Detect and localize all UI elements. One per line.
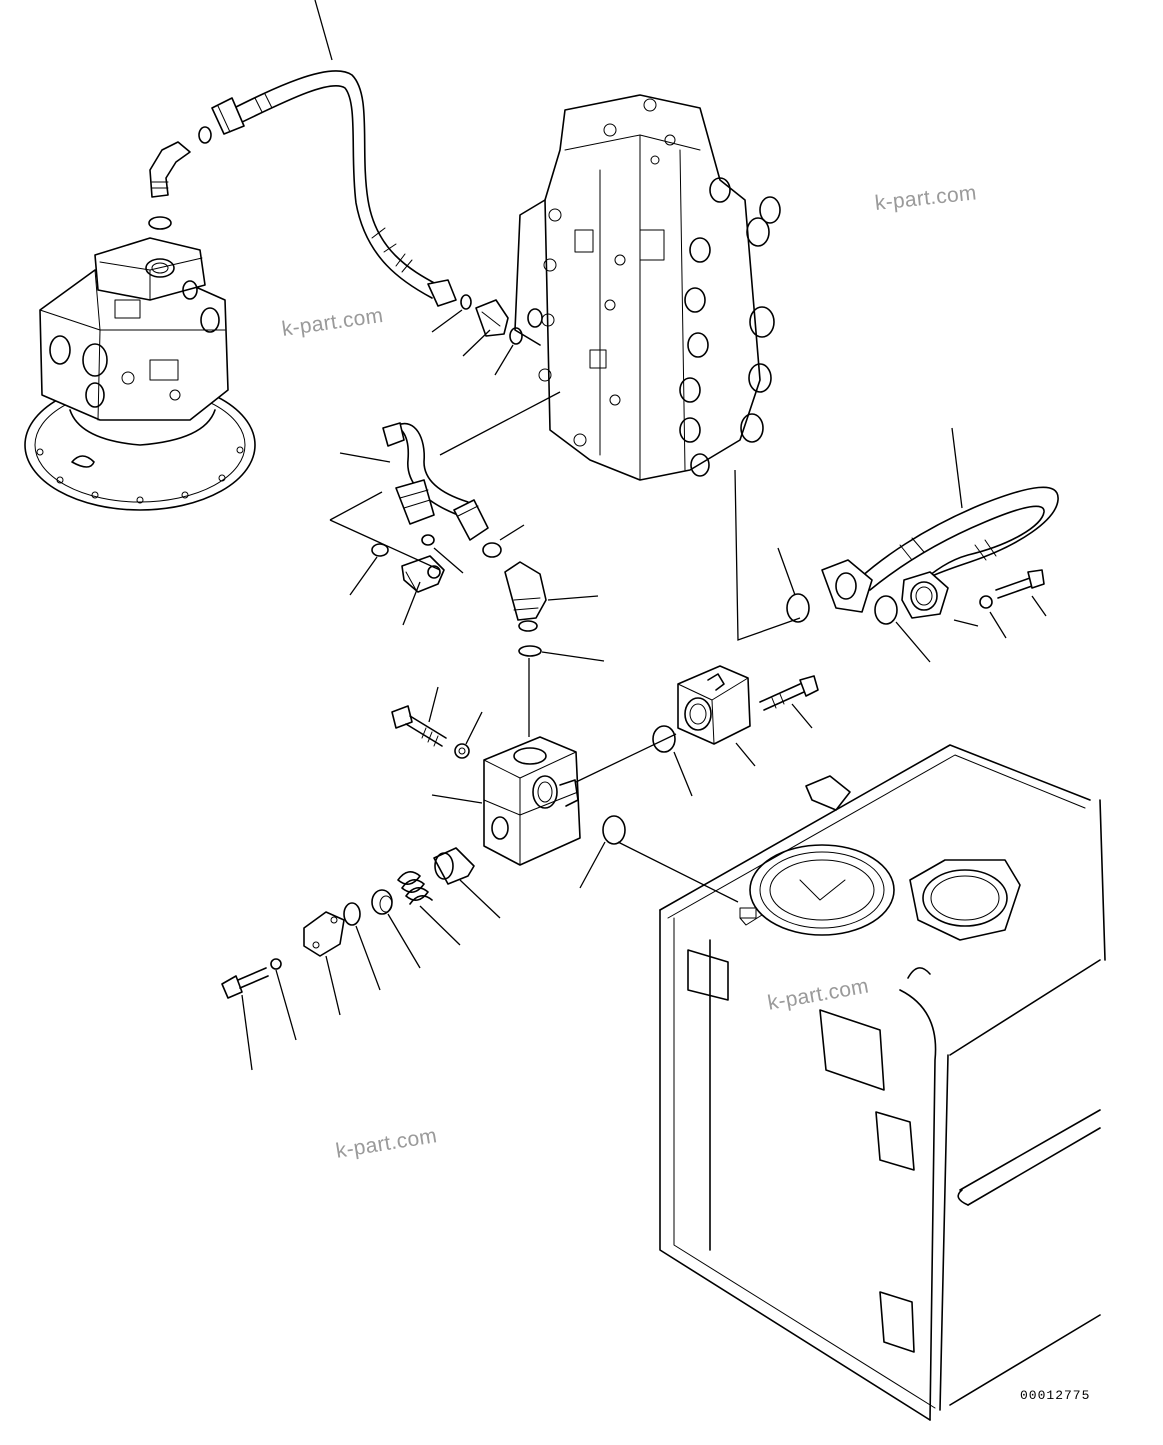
bolt-icon xyxy=(759,675,819,711)
control-valve-icon xyxy=(514,94,781,481)
swivel-fitting-icon xyxy=(401,555,445,593)
seat-ring-icon xyxy=(371,889,393,915)
cover-icon xyxy=(303,911,345,957)
drawing-code: 00012775 xyxy=(1020,1388,1091,1403)
elbow-fitting-icon xyxy=(504,561,547,632)
bolt-icon xyxy=(391,705,470,759)
hydraulic-hose-icon xyxy=(382,422,502,558)
hydraulic-hose-icon xyxy=(211,70,523,345)
spring-icon xyxy=(397,871,433,905)
poppet-icon xyxy=(433,847,475,885)
swing-motor-icon xyxy=(24,216,256,511)
valve-block-icon xyxy=(677,665,751,745)
hydraulic-tank-icon xyxy=(659,744,1106,1421)
elbow-fitting-icon xyxy=(149,126,212,198)
valve-block-icon xyxy=(483,736,581,866)
hydraulic-hose-icon xyxy=(821,486,1059,619)
bolt-icon xyxy=(221,967,269,999)
